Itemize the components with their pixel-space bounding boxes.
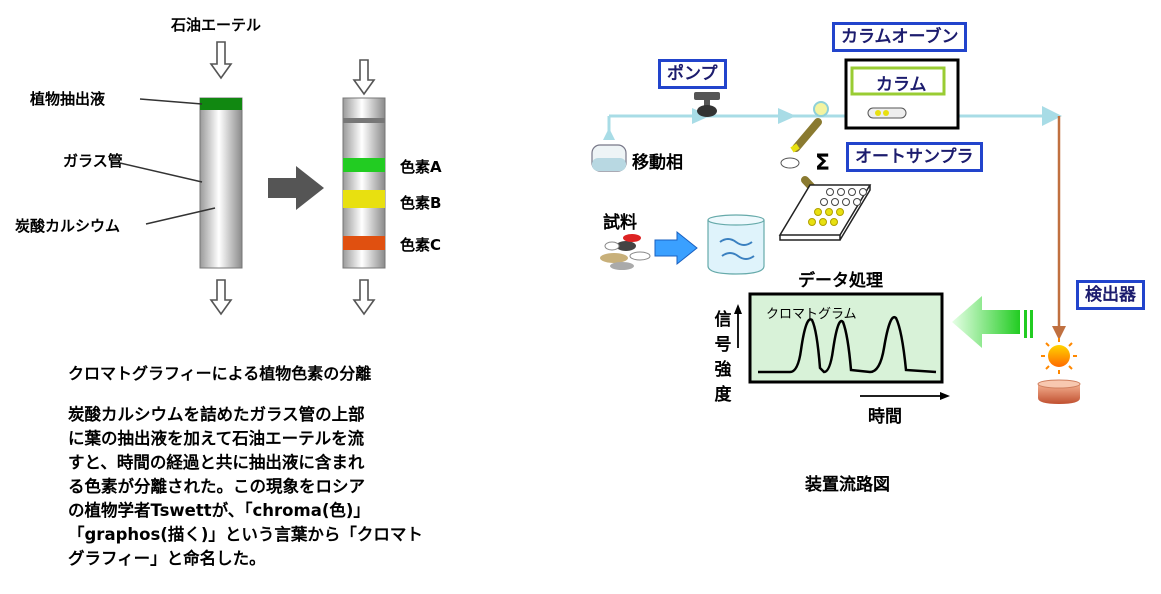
- detector-to-data-arrow: [952, 296, 1033, 348]
- y-axis-char: 度: [714, 385, 732, 405]
- pills-icon: [600, 234, 651, 270]
- detector-label: 検出器: [1076, 280, 1145, 310]
- caption-body: 炭酸カルシウムを詰めたガラス管の上部 に葉の抽出液を加えて石油エーテルを流 すと…: [68, 403, 488, 571]
- data-processing-label: データ処理: [798, 271, 883, 291]
- vial-icon: [780, 157, 800, 169]
- detector-arrowhead: [1052, 326, 1066, 340]
- chromatogram-trace: [758, 315, 937, 374]
- column-label-box: [850, 66, 946, 96]
- pump-icon: [694, 92, 720, 117]
- leader-tube: [119, 162, 203, 183]
- mobile-phase-bottle-icon: [591, 144, 627, 172]
- injector-joint: [813, 101, 829, 117]
- caption-line: の植物学者Tswettが、「chroma(色)」: [68, 501, 370, 520]
- pump-label: ポンプ: [658, 59, 727, 89]
- glass-tube-left: [199, 97, 243, 269]
- mobile-phase-label: 移動相: [632, 153, 683, 173]
- x-axis-label: 時間: [868, 407, 902, 427]
- leader-extract: [139, 98, 203, 105]
- pigment-band-a: [343, 158, 385, 172]
- sample-to-beaker-arrow: [654, 230, 698, 266]
- y-axis-label: 信 号 強 度: [712, 308, 734, 408]
- extract-band: [200, 98, 242, 110]
- solvent-label: 石油エーテル: [171, 16, 262, 34]
- flow-path: [607, 114, 1044, 135]
- y-axis-char: 信: [714, 310, 732, 330]
- packing-label: 炭酸カルシウム: [15, 217, 121, 235]
- y-axis-char: 号: [714, 335, 732, 355]
- column-oven-label: カラムオーブン: [832, 22, 968, 52]
- autosampler-label: オートサンプラ: [846, 142, 983, 172]
- sigma-icon: Σ: [815, 151, 830, 176]
- caption-line: 「graphos(描く)」という言葉から「クロマト: [68, 525, 423, 544]
- mobile-phase-arrowhead: [603, 128, 615, 140]
- flow-arrowheads: [692, 106, 1062, 126]
- chromatogram-label: クロマトグラム: [766, 307, 857, 322]
- beaker-icon: [707, 214, 765, 275]
- pigment-label-c: 色素C: [400, 236, 442, 254]
- pigment-label-b: 色素B: [400, 194, 442, 212]
- solvent-arrow-right-top: [352, 59, 376, 96]
- sample-dish-icon: [1037, 379, 1081, 404]
- tube-top-band: [343, 118, 385, 123]
- caption-line: グラフィー」と命名した。: [68, 549, 266, 568]
- extract-label: 植物抽出液: [30, 90, 106, 108]
- caption-title: クロマトグラフィーによる植物色素の分離: [68, 364, 372, 383]
- transition-arrow: [268, 166, 324, 210]
- solvent-arrow-left-top: [209, 41, 233, 80]
- sample-label: 試料: [603, 213, 637, 233]
- pigment-band-c: [343, 236, 385, 250]
- detector-lamp-icon: [1041, 338, 1077, 374]
- caption-line: 炭酸カルシウムを詰めたガラス管の上部: [68, 405, 365, 424]
- caption-line: すと、時間の経過と共に抽出液に含まれ: [68, 453, 365, 472]
- pigment-band-b: [343, 190, 385, 208]
- leader-packing: [145, 207, 216, 225]
- caption-line: る色素が分離された。この現象をロシア: [68, 477, 365, 496]
- y-axis-char: 強: [714, 360, 732, 380]
- tube-label: ガラス管: [63, 152, 123, 170]
- eluate-arrow-left-bottom: [209, 279, 233, 316]
- eluate-arrow-right-bottom: [352, 279, 376, 316]
- figure-caption: 装置流路図: [805, 475, 890, 495]
- column-label: カラム: [876, 75, 927, 95]
- pigment-label-a: 色素A: [400, 158, 442, 176]
- sample-tray-icon: [778, 184, 872, 241]
- caption-line: に葉の抽出液を加えて石油エーテルを流: [68, 429, 365, 448]
